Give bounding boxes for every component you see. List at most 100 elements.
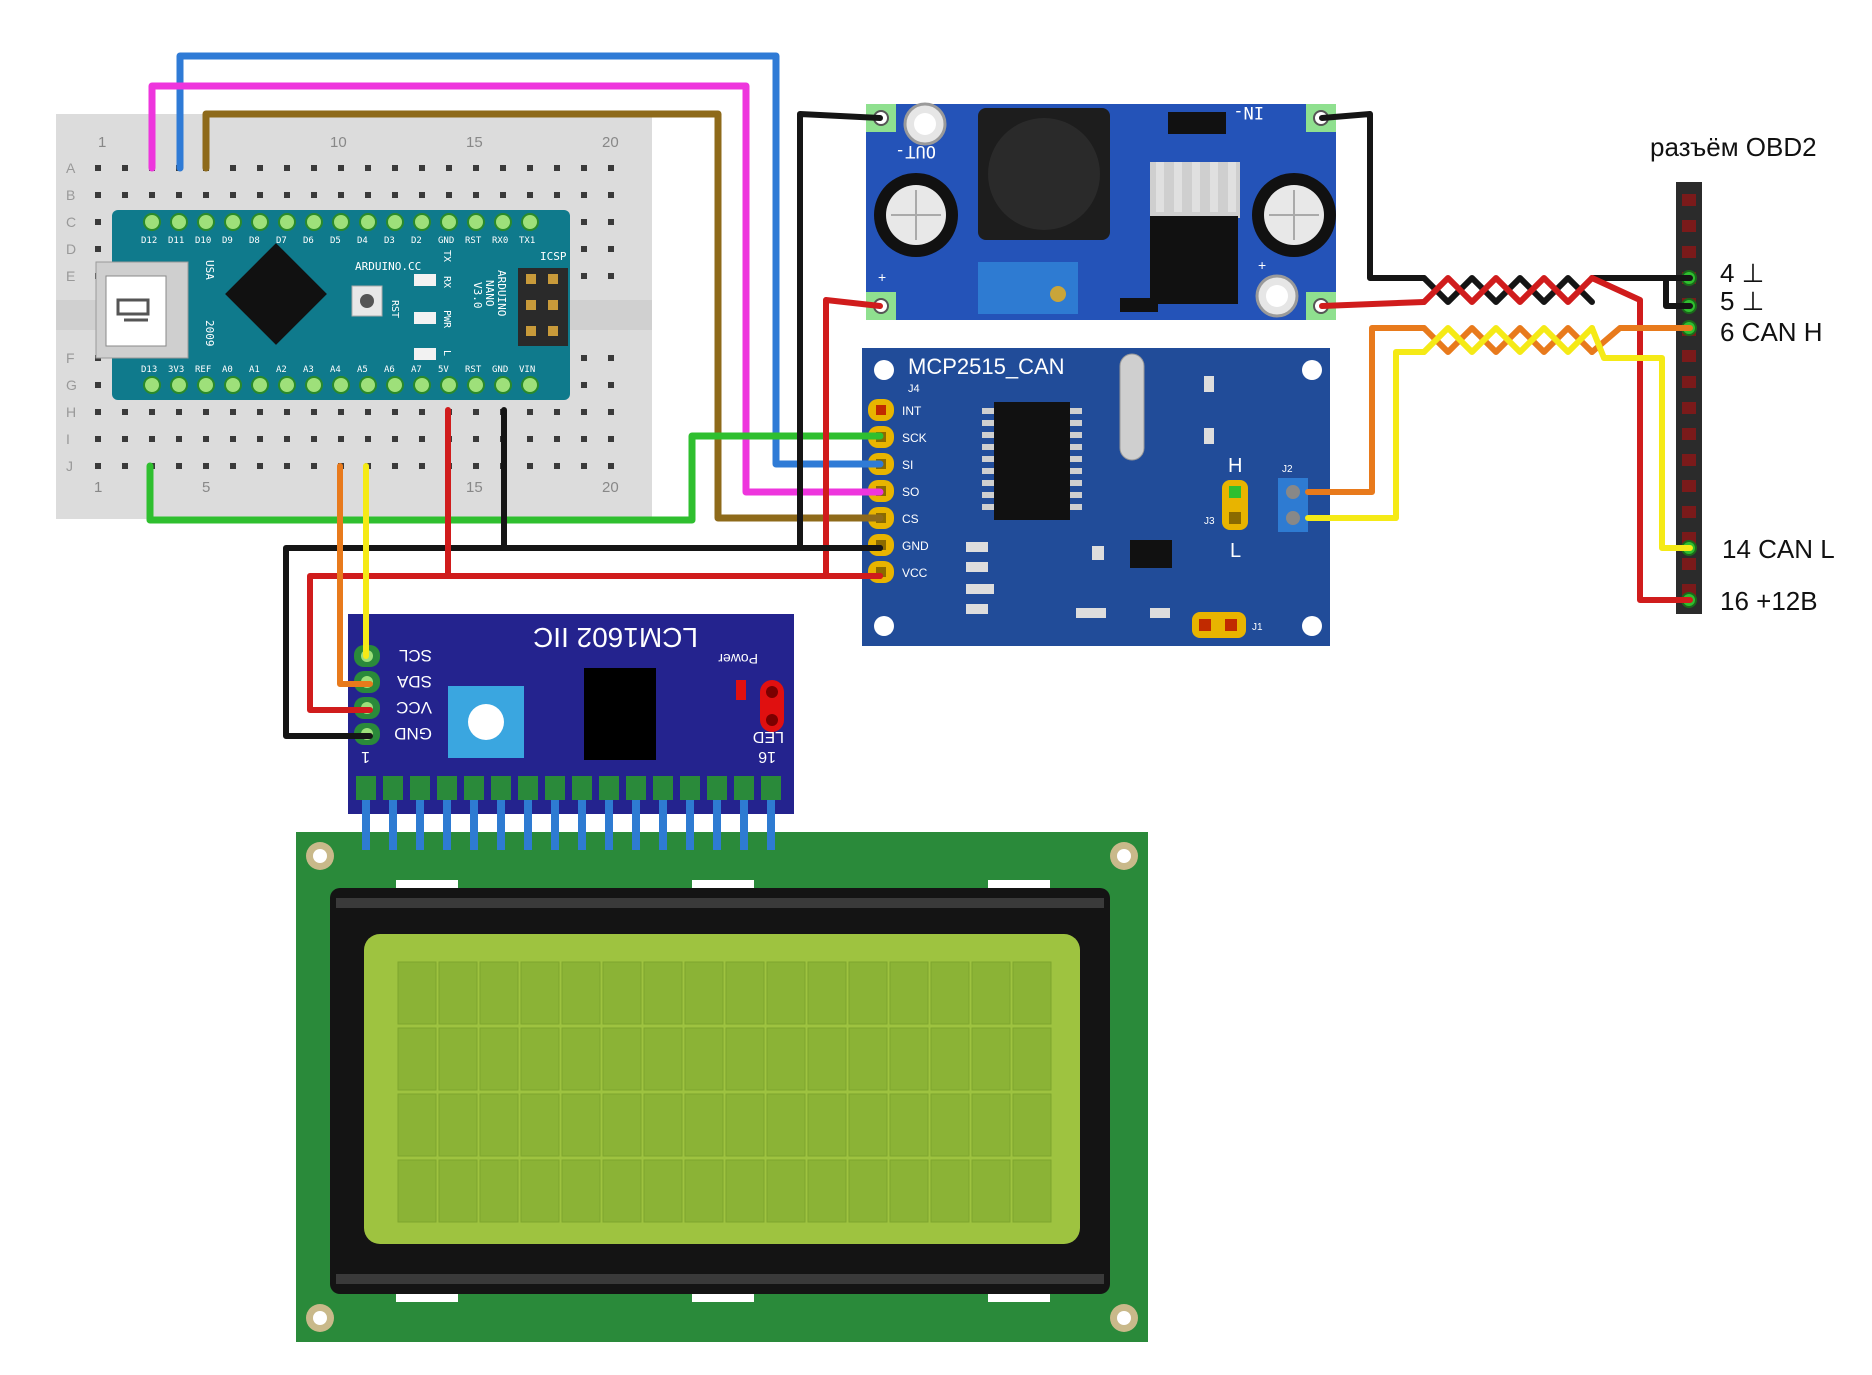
lcd-char-cell: [807, 961, 847, 1025]
lcd-char-cell: [766, 1093, 806, 1157]
i2c-bottom-pin: [410, 776, 430, 800]
breadboard-hole: [203, 409, 209, 415]
nano-led-l: L: [441, 350, 452, 356]
i2c-pin-label: SDA: [396, 672, 432, 691]
stepdown-plus-right: +: [1258, 257, 1266, 273]
nano-bottom-pin-label: VIN: [519, 365, 535, 375]
nano-top-pin-label: D5: [330, 236, 341, 246]
lcd-char-cell: [520, 1159, 560, 1223]
nano-bottom-pin-label: A1: [249, 365, 260, 375]
nano-bottom-pin-label: 5V: [438, 365, 449, 375]
lcd-char-cell: [807, 1093, 847, 1157]
lcd-char-cell: [397, 1159, 437, 1223]
stepdown-plus-left: +: [878, 269, 886, 285]
breadboard-hole: [419, 192, 425, 198]
obd-pin: [1682, 480, 1696, 492]
breadboard-hole: [122, 165, 128, 171]
i2c-16-label: 16: [758, 748, 776, 765]
bb-row-label: J: [66, 458, 73, 474]
breadboard-hole: [554, 165, 560, 171]
lcd-char-cell: [807, 1027, 847, 1091]
breadboard-hole: [608, 246, 614, 252]
nano-bottom-pin: [251, 376, 269, 394]
breadboard-hole: [527, 409, 533, 415]
breadboard-hole: [608, 165, 614, 171]
breadboard-hole: [257, 192, 263, 198]
breadboard-hole: [392, 436, 398, 442]
nano-top-pin-label: D11: [168, 236, 184, 246]
i2c-bottom-pin-leg: [443, 800, 451, 850]
can-header-pin-core: [876, 540, 886, 550]
nano-bottom-pin-label: A5: [357, 365, 368, 375]
obd-pin-4-label: 4 ⊥: [1720, 258, 1764, 288]
i2c-bottom-pin: [437, 776, 457, 800]
i2c-bottom-pin: [491, 776, 511, 800]
i2c-1-label: 1: [361, 748, 370, 765]
lcd-char-cell: [1012, 1159, 1052, 1223]
breadboard-hole: [95, 246, 101, 252]
nano-model-line-2: NANO: [483, 280, 496, 307]
breadboard-hole: [149, 192, 155, 198]
bb-col-1-top: 1: [98, 134, 106, 151]
i2c-power-label: Power: [718, 651, 758, 667]
breadboard-hole: [419, 165, 425, 171]
chip-leg: [982, 480, 994, 486]
bb-row-label: A: [66, 160, 76, 176]
i2c-bottom-pin: [653, 776, 673, 800]
bb-row-label: G: [66, 377, 77, 393]
nano-bottom-pin: [413, 376, 431, 394]
lcd-char-cell: [889, 961, 929, 1025]
breadboard-hole: [203, 436, 209, 442]
breadboard-hole: [149, 436, 155, 442]
lcd-char-cell: [848, 961, 888, 1025]
can-l-label: L: [1230, 540, 1241, 562]
wire-yellow-can-l: [1305, 349, 1427, 521]
nano-top-pin: [197, 213, 215, 231]
lcd-char-cell: [889, 1159, 929, 1223]
nano-top-pin: [143, 213, 161, 231]
nano-bottom-pin-label: A3: [303, 365, 314, 375]
breadboard-hole: [392, 463, 398, 469]
chip-leg: [1070, 420, 1082, 426]
obd-title: разъём OBD2: [1650, 132, 1817, 162]
can-pin-label: GND: [902, 539, 929, 553]
breadboard-hole: [176, 436, 182, 442]
wire-black-obd-pin5: [1663, 275, 1693, 309]
lcd-character-grid: [397, 961, 1052, 1223]
lcd-char-cell: [643, 1027, 683, 1091]
nano-bottom-pin-label: A4: [330, 365, 341, 375]
nano-top-pin: [170, 213, 188, 231]
wire-yellow-twisted: [1421, 325, 1595, 355]
breadboard-hole: [284, 436, 290, 442]
breadboard-hole: [608, 355, 614, 361]
lcd-char-cell: [479, 1093, 519, 1157]
lcd-char-cell: [684, 1027, 724, 1091]
lcd-char-cell: [561, 1027, 601, 1091]
chip-leg: [1070, 492, 1082, 498]
nano-bottom-pin: [467, 376, 485, 394]
i2c-bottom-pin: [680, 776, 700, 800]
bb-row-label: I: [66, 431, 70, 447]
breadboard-hole: [581, 436, 587, 442]
nano-top-pin: [494, 213, 512, 231]
wires: [146, 52, 1693, 739]
can-header-pin-core: [876, 405, 886, 415]
breadboard-hole: [338, 192, 344, 198]
breadboard-hole: [257, 409, 263, 415]
i2c-bottom-pin: [707, 776, 727, 800]
obd-pin-5-label: 5 ⊥: [1720, 286, 1764, 316]
lcd-char-cell: [930, 1159, 970, 1223]
breadboard-hole: [392, 165, 398, 171]
stepdown-in-label: IN-: [1233, 102, 1264, 122]
breadboard-hole: [419, 409, 425, 415]
lcd-char-cell: [848, 1159, 888, 1223]
lcd-char-cell: [479, 1159, 519, 1223]
breadboard-hole: [554, 436, 560, 442]
breadboard-hole: [581, 246, 587, 252]
stepdown-converter: IN- OUT- + +: [866, 102, 1336, 320]
breadboard-hole: [203, 463, 209, 469]
nano-top-pin-label: D9: [222, 236, 233, 246]
breadboard-hole: [284, 192, 290, 198]
breadboard-hole: [527, 463, 533, 469]
